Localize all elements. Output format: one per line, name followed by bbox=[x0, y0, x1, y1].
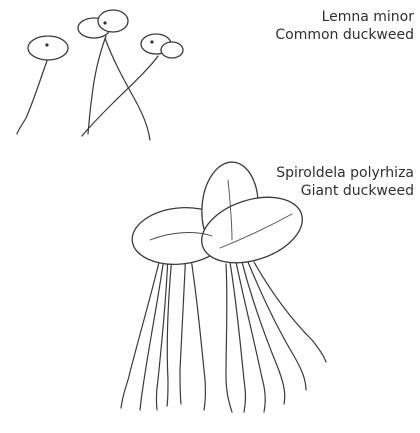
lemna-frond bbox=[28, 36, 68, 60]
spirodela-root bbox=[180, 250, 186, 404]
spirodela-root bbox=[230, 262, 246, 412]
lemna-frond bbox=[98, 10, 128, 32]
lemna-frond bbox=[161, 42, 183, 58]
spirodela-root bbox=[226, 264, 232, 412]
lemna-species-label: Lemna minor bbox=[322, 8, 414, 26]
spirodela-root bbox=[156, 256, 168, 410]
spirodela-root bbox=[167, 256, 172, 406]
lemna-frond-node bbox=[45, 43, 48, 46]
spirodela-common-name-label: Giant duckweed bbox=[301, 182, 414, 200]
spirodela-root bbox=[190, 252, 206, 410]
lemna-minor-plants bbox=[17, 10, 183, 140]
lemna-frond-node bbox=[103, 21, 106, 24]
spirodela-root bbox=[236, 262, 265, 412]
lemna-frond-node bbox=[150, 40, 153, 43]
spirodela-polyrhiza-plant bbox=[121, 160, 326, 412]
lemna-root bbox=[17, 58, 48, 134]
spirodela-root bbox=[248, 262, 306, 390]
spirodela-root bbox=[121, 258, 160, 408]
lemna-common-name-label: Common duckweed bbox=[275, 26, 414, 44]
spirodela-root bbox=[140, 258, 164, 410]
spirodela-root bbox=[254, 262, 326, 362]
spirodela-species-label: Spiroldela polyrhiza bbox=[276, 164, 414, 182]
